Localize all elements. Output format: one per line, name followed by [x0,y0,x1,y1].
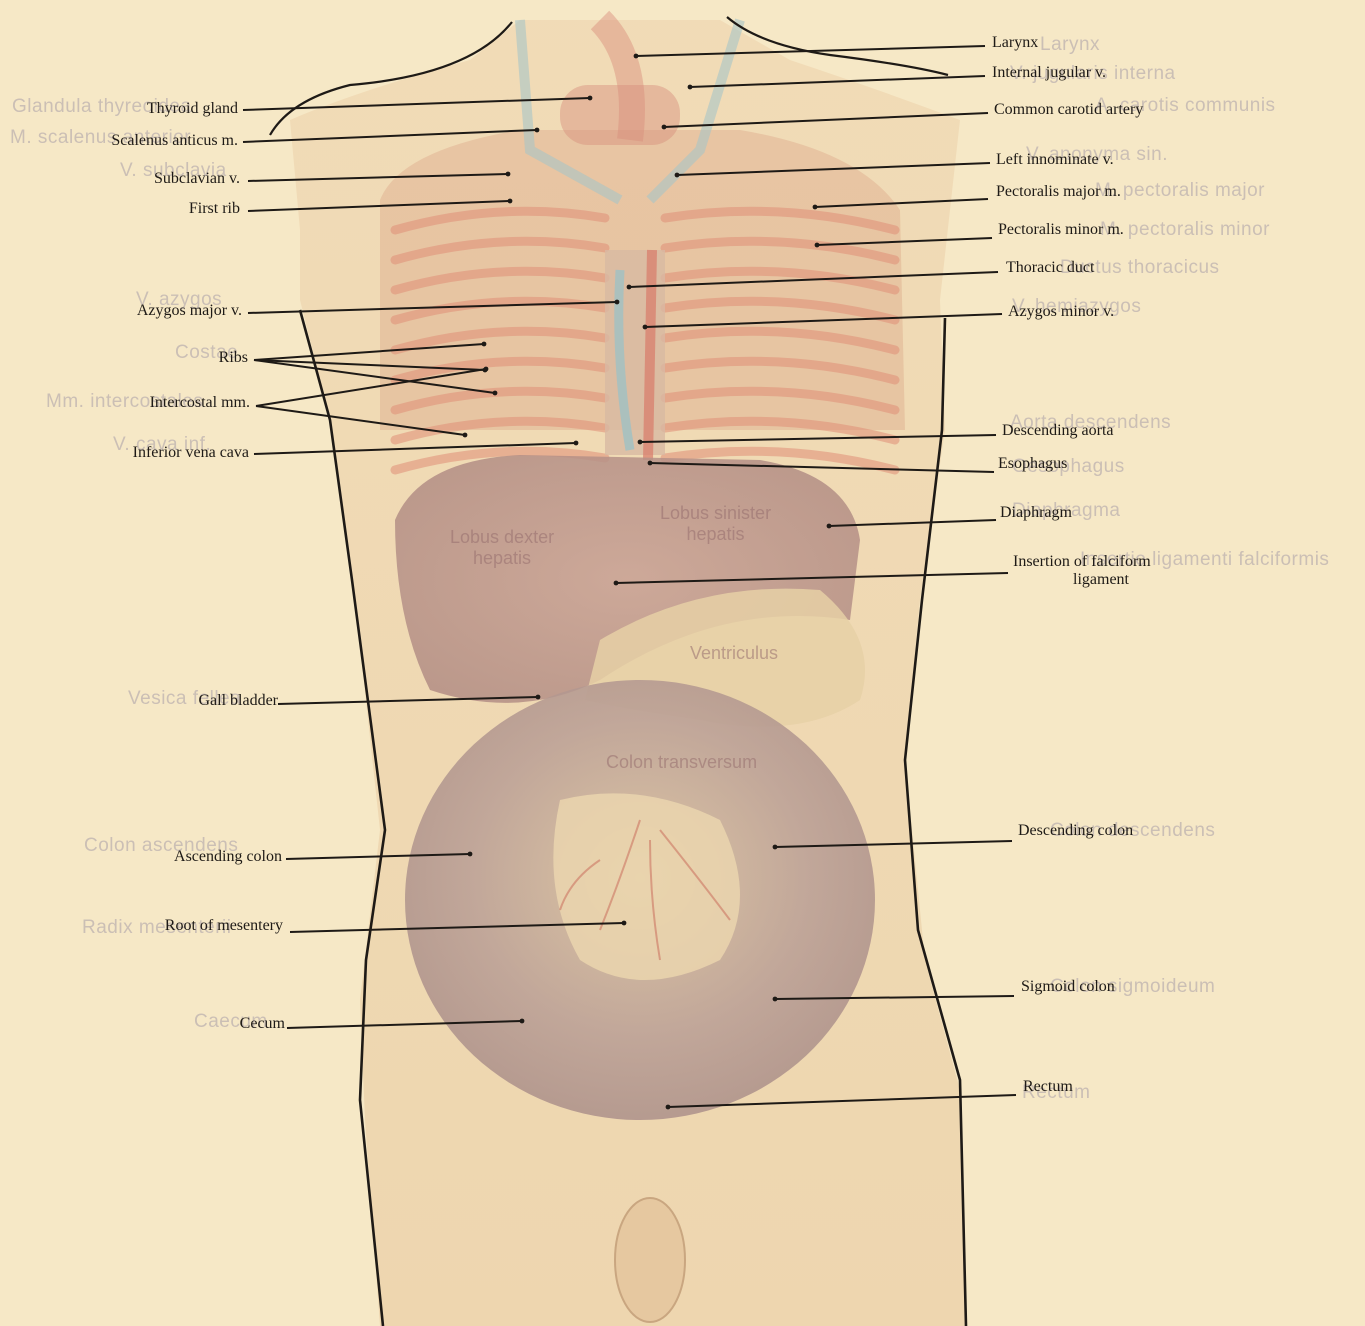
label-text: Thoracic duct [1006,259,1094,277]
leader-dot [643,325,648,330]
label-text: Internal jugular v. [992,64,1106,82]
organ-label-line: hepatis [660,524,771,545]
leader-dot [508,199,513,204]
organ-label-line: Lobus sinister [660,503,771,524]
leader-dot [815,243,820,248]
organ-label-line: Ventriculus [690,643,778,664]
label-descending-aorta: Descending aorta [1002,422,1114,440]
leader-dot [662,125,667,130]
leader-dot [520,1019,525,1024]
label-thyroid-gland: Thyroid gland [147,100,238,118]
leader-dot [482,342,487,347]
leader-dot [574,441,579,446]
leader-dot [622,921,627,926]
label-esophagus: Esophagus [998,455,1067,473]
label-inferior-vena-cava: Inferior vena cava [133,444,249,462]
label-sigmoid-colon: Sigmoid colon [1021,978,1115,996]
leader-dot [535,128,540,133]
label-text-line2: ligament [1013,571,1151,589]
leader-dot [627,285,632,290]
leader-dot [666,1105,671,1110]
leader-dot [484,367,489,372]
label-diaphragm: Diaphragm [1000,504,1072,522]
label-ascending-colon: Ascending colon [174,848,282,866]
label-text: Larynx [992,34,1038,52]
leader-dot [648,461,653,466]
organ-label-line: Colon transversum [606,752,757,773]
label-azygos-major: Azygos major v. [137,302,242,320]
latin-ghost-label: M. pectoralis minor [1100,220,1270,240]
penis [615,1198,685,1322]
label-ribs: Ribs [219,349,248,367]
label-text: Descending colon [1018,822,1133,840]
label-azygos-minor: Azygos minor v. [1008,303,1114,321]
label-pectoralis-major: Pectoralis major m. [996,183,1121,201]
leader-dot [493,391,498,396]
label-gall-bladder: Gall bladder [198,692,278,710]
mesentery [553,793,740,980]
leader-dot [468,852,473,857]
leader-dot [536,695,541,700]
leader-dot [827,524,832,529]
leader-dot [615,300,620,305]
label-text: Diaphragm [1000,504,1072,522]
organ-label: Ventriculus [690,643,778,664]
label-scalenus-anticus: Scalenus anticus m. [111,132,238,150]
leader-dot [614,581,619,586]
label-text: Left innominate v. [996,151,1114,169]
leader-dot [634,54,639,59]
label-text: Descending aorta [1002,422,1114,440]
label-internal-jugular: Internal jugular v. [992,64,1106,82]
organ-label: Lobus sinisterhepatis [660,503,771,545]
leader-dot [773,845,778,850]
label-text: Esophagus [998,455,1067,473]
leader-dot [638,440,643,445]
leader-dot [588,96,593,101]
thyroid [560,85,680,145]
leader-dot [675,173,680,178]
label-text: Insertion of falciform [1013,553,1151,571]
label-descending-colon: Descending colon [1018,822,1133,840]
label-subclavian-vein: Subclavian v. [154,170,240,188]
latin-ghost-label: Larynx [1040,35,1100,55]
label-text: Azygos minor v. [1008,303,1114,321]
label-common-carotid: Common carotid artery [994,101,1143,119]
label-first-rib: First rib [189,200,240,218]
label-text: Rectum [1023,1078,1073,1096]
label-cecum: Cecum [240,1015,285,1033]
label-text: Common carotid artery [994,101,1143,119]
leader-dot [506,172,511,177]
label-text: Sigmoid colon [1021,978,1115,996]
label-rectum: Rectum [1023,1078,1073,1096]
label-text: Pectoralis major m. [996,183,1121,201]
leader-dot [688,85,693,90]
label-larynx: Larynx [992,34,1038,52]
leader-dot [813,205,818,210]
organ-label-line: hepatis [450,548,554,569]
leader-dot [773,997,778,1002]
label-thoracic-duct: Thoracic duct [1006,259,1094,277]
label-intercostal: Intercostal mm. [150,394,250,412]
organ-label-line: Lobus dexter [450,527,554,548]
label-left-innominate: Left innominate v. [996,151,1114,169]
organ-label: Lobus dexterhepatis [450,527,554,569]
organ-label: Colon transversum [606,752,757,773]
label-pectoralis-minor: Pectoralis minor m. [998,221,1124,239]
label-root-of-mesentery: Root of mesentery [165,917,283,935]
leader-dot [463,433,468,438]
aorta-vessel [648,250,652,460]
label-text: Pectoralis minor m. [998,221,1124,239]
